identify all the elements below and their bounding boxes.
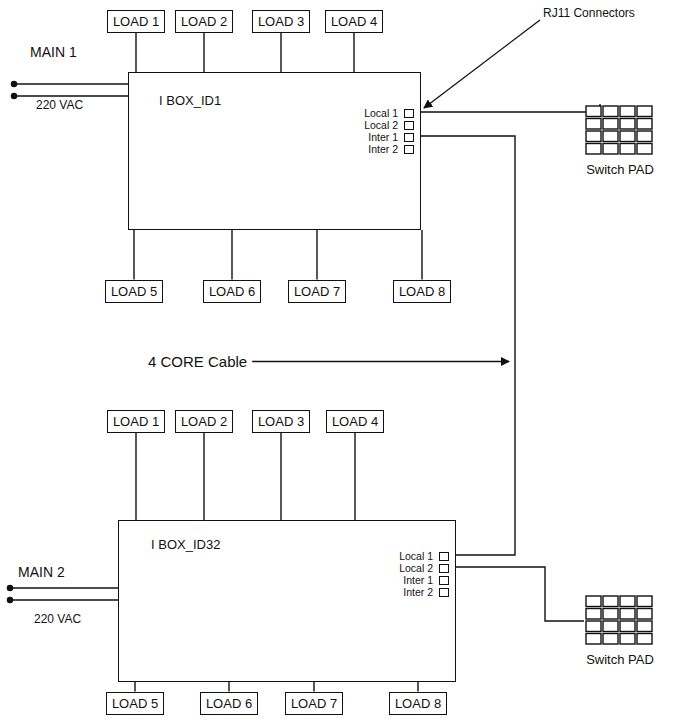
rj11-port [439, 588, 449, 597]
load-name: LOAD 2 [181, 414, 227, 429]
load-box: LOAD 2 [175, 10, 233, 33]
port-name: Local 2 [399, 562, 433, 574]
wire [354, 433, 355, 521]
load-name: LOAD 1 [113, 414, 159, 429]
wire [135, 33, 136, 73]
wire [134, 682, 135, 692]
load-name: LOAD 8 [395, 696, 441, 711]
switch-pad: Switch PAD [572, 104, 668, 177]
load-name: LOAD 2 [181, 14, 227, 29]
mains-label: MAIN 2 [18, 564, 65, 580]
wire [316, 230, 317, 280]
wire [280, 33, 281, 73]
load-name: LOAD 6 [206, 696, 252, 711]
load-name: LOAD 3 [258, 14, 304, 29]
load-box: LOAD 1 [107, 410, 165, 433]
control-box: I BOX_ID1Local 1Local 2Inter 1Inter 2 [128, 72, 421, 230]
wire [421, 104, 600, 112]
wire [417, 682, 418, 692]
wire [228, 682, 229, 692]
keypad-icon [584, 594, 656, 648]
load-box: LOAD 6 [203, 280, 261, 303]
pad-label: Switch PAD [572, 652, 668, 667]
load-name: LOAD 8 [399, 284, 445, 299]
switch-pad: Switch PAD [572, 594, 668, 667]
box-id: I BOX_ID32 [151, 537, 220, 553]
load-name: LOAD 4 [331, 14, 377, 29]
rj11-port [439, 576, 449, 585]
load-box: LOAD 3 [252, 410, 310, 433]
load-box: LOAD 8 [393, 280, 451, 303]
port-name: Inter 1 [403, 574, 433, 586]
rj11-port [404, 109, 414, 118]
voltage-label: 220 VAC [34, 612, 81, 626]
load-box: LOAD 5 [105, 280, 163, 303]
mains-wires [8, 82, 129, 603]
wire [421, 230, 422, 280]
wire [133, 230, 134, 280]
rj11-port [404, 121, 414, 130]
load-name: LOAD 4 [332, 414, 378, 429]
port-name: Local 1 [364, 107, 398, 119]
load-name: LOAD 5 [111, 284, 157, 299]
wire [231, 230, 232, 280]
load-box: LOAD 4 [325, 10, 383, 33]
rj11-port [439, 552, 449, 561]
load-name: LOAD 6 [209, 284, 255, 299]
load-box: LOAD 3 [252, 10, 310, 33]
wire [421, 136, 515, 555]
port-name: Inter 1 [368, 131, 398, 143]
rj11-port [404, 133, 414, 142]
load-box: LOAD 7 [288, 280, 346, 303]
box-id: I BOX_ID1 [159, 93, 221, 109]
wire [313, 682, 314, 692]
load-box: LOAD 4 [326, 410, 384, 433]
callout-label: RJ11 Connectors [543, 6, 635, 20]
wire [135, 433, 136, 521]
port-name: Local 2 [364, 119, 398, 131]
port-name: Inter 2 [368, 143, 398, 155]
wire [456, 567, 584, 621]
load-box: LOAD 6 [200, 692, 258, 715]
port-name: Local 1 [399, 550, 433, 562]
load-name: LOAD 7 [294, 284, 340, 299]
load-box: LOAD 1 [107, 10, 165, 33]
load-box: LOAD 2 [175, 410, 233, 433]
leader-line [424, 20, 540, 108]
keypad-icon [584, 104, 656, 158]
rj11-port [404, 145, 414, 154]
voltage-label: 220 VAC [36, 98, 83, 112]
wire [280, 433, 281, 521]
port-name: Inter 2 [403, 586, 433, 598]
load-name: LOAD 5 [112, 696, 158, 711]
mains-label: MAIN 1 [30, 44, 77, 60]
wire [203, 433, 204, 521]
load-name: LOAD 3 [258, 414, 304, 429]
rj11-port [439, 564, 449, 573]
load-box: LOAD 7 [285, 692, 343, 715]
load-box: LOAD 5 [106, 692, 164, 715]
load-name: LOAD 7 [291, 696, 337, 711]
cable-label: 4 CORE Cable [148, 353, 247, 370]
control-box: I BOX_ID32Local 1Local 2Inter 1Inter 2 [118, 520, 456, 682]
wire [203, 33, 204, 73]
load-name: LOAD 1 [113, 14, 159, 29]
pad-label: Switch PAD [572, 162, 668, 177]
wire [353, 33, 354, 73]
cable-pointer [252, 361, 509, 362]
load-box: LOAD 8 [389, 692, 447, 715]
